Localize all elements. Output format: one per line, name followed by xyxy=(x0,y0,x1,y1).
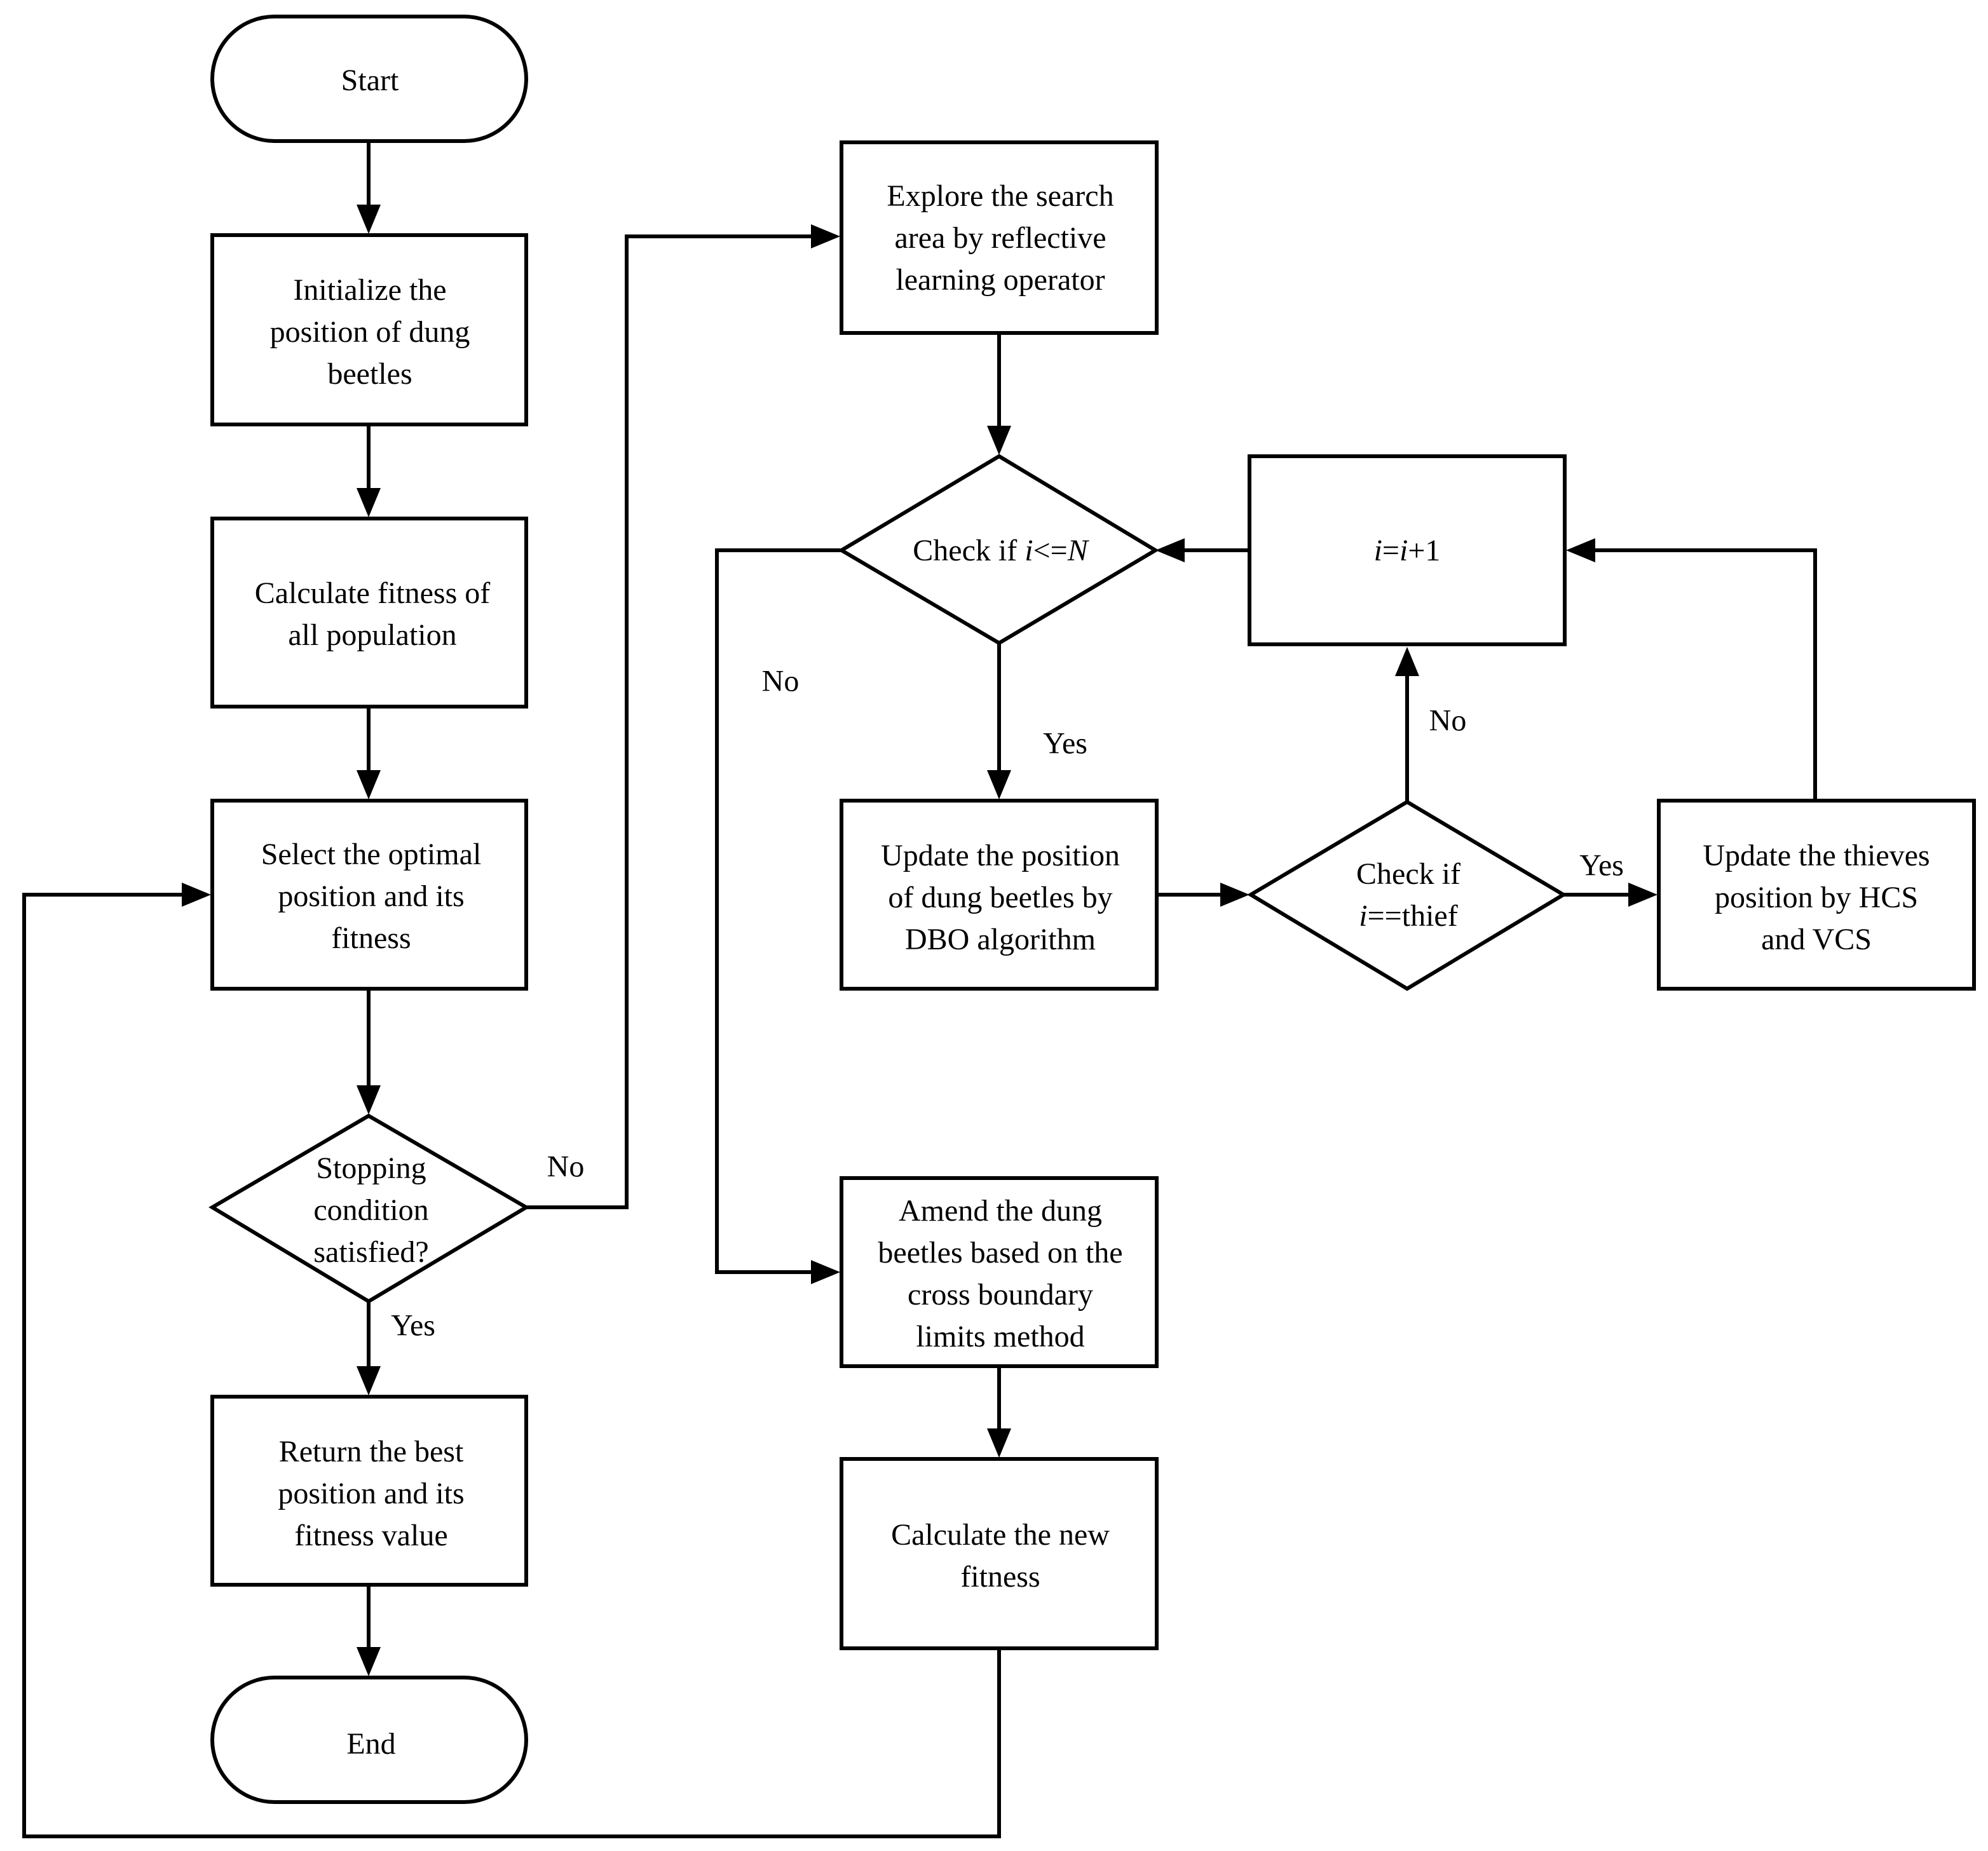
text-line: Update the thieves xyxy=(1703,839,1930,872)
text-line: position and its xyxy=(278,1477,464,1510)
node-texts: Start Initialize the position of dung beet… xyxy=(255,64,1930,1761)
text-line: End xyxy=(346,1727,395,1761)
text-line: condition xyxy=(313,1193,428,1227)
text-line: Check if xyxy=(1356,857,1460,891)
update-dbo-box xyxy=(840,799,1159,991)
arrowhead xyxy=(357,1085,381,1115)
arrowhead xyxy=(811,1260,840,1284)
end-terminal xyxy=(210,1676,528,1804)
arrowhead xyxy=(1566,538,1595,562)
stop-no-label: No xyxy=(547,1150,585,1184)
arrowhead xyxy=(987,426,1011,455)
text-line: i==thief xyxy=(1359,899,1457,933)
text-line: fitness xyxy=(960,1560,1040,1594)
text-line: beetles xyxy=(327,357,412,391)
check-n-label: Check if i<=N xyxy=(913,534,1089,567)
check-thief-diamond xyxy=(1247,799,1567,991)
text-line: beetles based on the xyxy=(878,1236,1122,1270)
update-dbo-label: Update the position of dung beetles by DBO… xyxy=(881,839,1120,956)
end-label: End xyxy=(346,1727,395,1761)
thief-no-label: No xyxy=(1429,704,1467,738)
increment-label: i=i+1 xyxy=(1374,534,1441,567)
initialize-box xyxy=(210,233,528,426)
edge-stop-no-explore xyxy=(526,234,811,1209)
select-optimal-box xyxy=(210,799,528,991)
arrowhead xyxy=(182,883,211,907)
arrowhead xyxy=(357,770,381,799)
text-line: DBO algorithm xyxy=(905,923,1096,956)
text-line: learning operator xyxy=(895,263,1105,297)
select-optimal-label: Select the optimal position and its fitnes… xyxy=(261,837,482,955)
text-line: Return the best xyxy=(279,1435,464,1468)
text-line: fitness value xyxy=(294,1519,447,1552)
text-line: i=i+1 xyxy=(1374,534,1441,567)
edge-thieves-inc xyxy=(1595,548,1817,801)
text-line: of dung beetles by xyxy=(888,881,1112,914)
arrowhead xyxy=(811,224,840,248)
explore-label: Explore the search area by reflective lear… xyxy=(887,179,1113,297)
initialize-label: Initialize the position of dung beetles xyxy=(270,273,470,391)
edge-newfit-select xyxy=(22,893,1001,1838)
text-line: area by reflective xyxy=(894,221,1106,255)
stop-yes-label: Yes xyxy=(391,1309,435,1343)
return-best-box xyxy=(210,1395,528,1587)
edge-checkn-no-amend xyxy=(715,548,841,1274)
arrowhead xyxy=(1220,883,1249,907)
arrowhead xyxy=(357,488,381,517)
text-line: Stopping xyxy=(316,1151,426,1185)
calculate-fitness-label: Calculate fitness of all population xyxy=(255,576,491,652)
text-line: Calculate the new xyxy=(891,1518,1110,1552)
text-line: Amend the dung xyxy=(899,1194,1102,1228)
check-n-diamond xyxy=(838,454,1159,646)
text-line: position of dung xyxy=(270,315,470,349)
checkn-yes-label: Yes xyxy=(1043,727,1087,761)
text-line: Select the optimal xyxy=(261,837,482,871)
arrowhead xyxy=(1395,647,1419,676)
start-terminal xyxy=(210,15,528,143)
checkn-no-label: No xyxy=(762,665,800,698)
update-thieves-label: Update the thieves position by HCS and VCS xyxy=(1703,839,1930,956)
text-line: position and its xyxy=(278,879,464,913)
text-line: Update the position xyxy=(881,839,1120,872)
text-line: satisfied? xyxy=(313,1235,428,1269)
text-line: all population xyxy=(288,618,456,652)
arrowhead xyxy=(987,770,1011,799)
thief-yes-label: Yes xyxy=(1579,849,1624,883)
text-line: Explore the search xyxy=(887,179,1113,213)
arrowhead xyxy=(1155,538,1185,562)
arrowhead xyxy=(987,1428,1011,1458)
new-fitness-label: Calculate the new fitness xyxy=(891,1518,1110,1594)
text-line: fitness xyxy=(331,921,411,955)
arrowhead xyxy=(357,1366,381,1395)
edge-labels: No Yes No Yes No Yes xyxy=(391,665,1624,1343)
text-line: Check if i<=N xyxy=(913,534,1089,567)
amend-box xyxy=(840,1176,1159,1368)
arrowhead xyxy=(357,1647,381,1676)
amend-label: Amend the dung beetles based on the cross … xyxy=(878,1194,1122,1353)
text-line: and VCS xyxy=(1761,923,1872,956)
text-line: Start xyxy=(341,64,399,97)
return-best-label: Return the best position and its fitness v… xyxy=(278,1435,464,1552)
text-line: position by HCS xyxy=(1715,881,1918,914)
stopping-condition-diamond xyxy=(208,1113,530,1304)
update-thieves-box xyxy=(1657,799,1976,991)
stopping-condition-label: Stopping condition satisfied? xyxy=(313,1151,428,1269)
arrowhead xyxy=(357,205,381,234)
new-fitness-box xyxy=(840,1457,1159,1650)
text-line: limits method xyxy=(916,1320,1084,1353)
check-thief-label: Check if i==thief xyxy=(1356,857,1460,933)
text-line: Calculate fitness of xyxy=(255,576,491,610)
calculate-fitness-box xyxy=(210,517,528,709)
text-line: cross boundary xyxy=(908,1278,1093,1312)
explore-box xyxy=(840,140,1159,335)
text-line: Initialize the xyxy=(293,273,446,307)
connectors xyxy=(22,141,1817,1838)
increment-box xyxy=(1248,454,1567,646)
shapes xyxy=(208,15,1976,1804)
arrowhead xyxy=(1628,883,1658,907)
start-label: Start xyxy=(341,64,399,97)
